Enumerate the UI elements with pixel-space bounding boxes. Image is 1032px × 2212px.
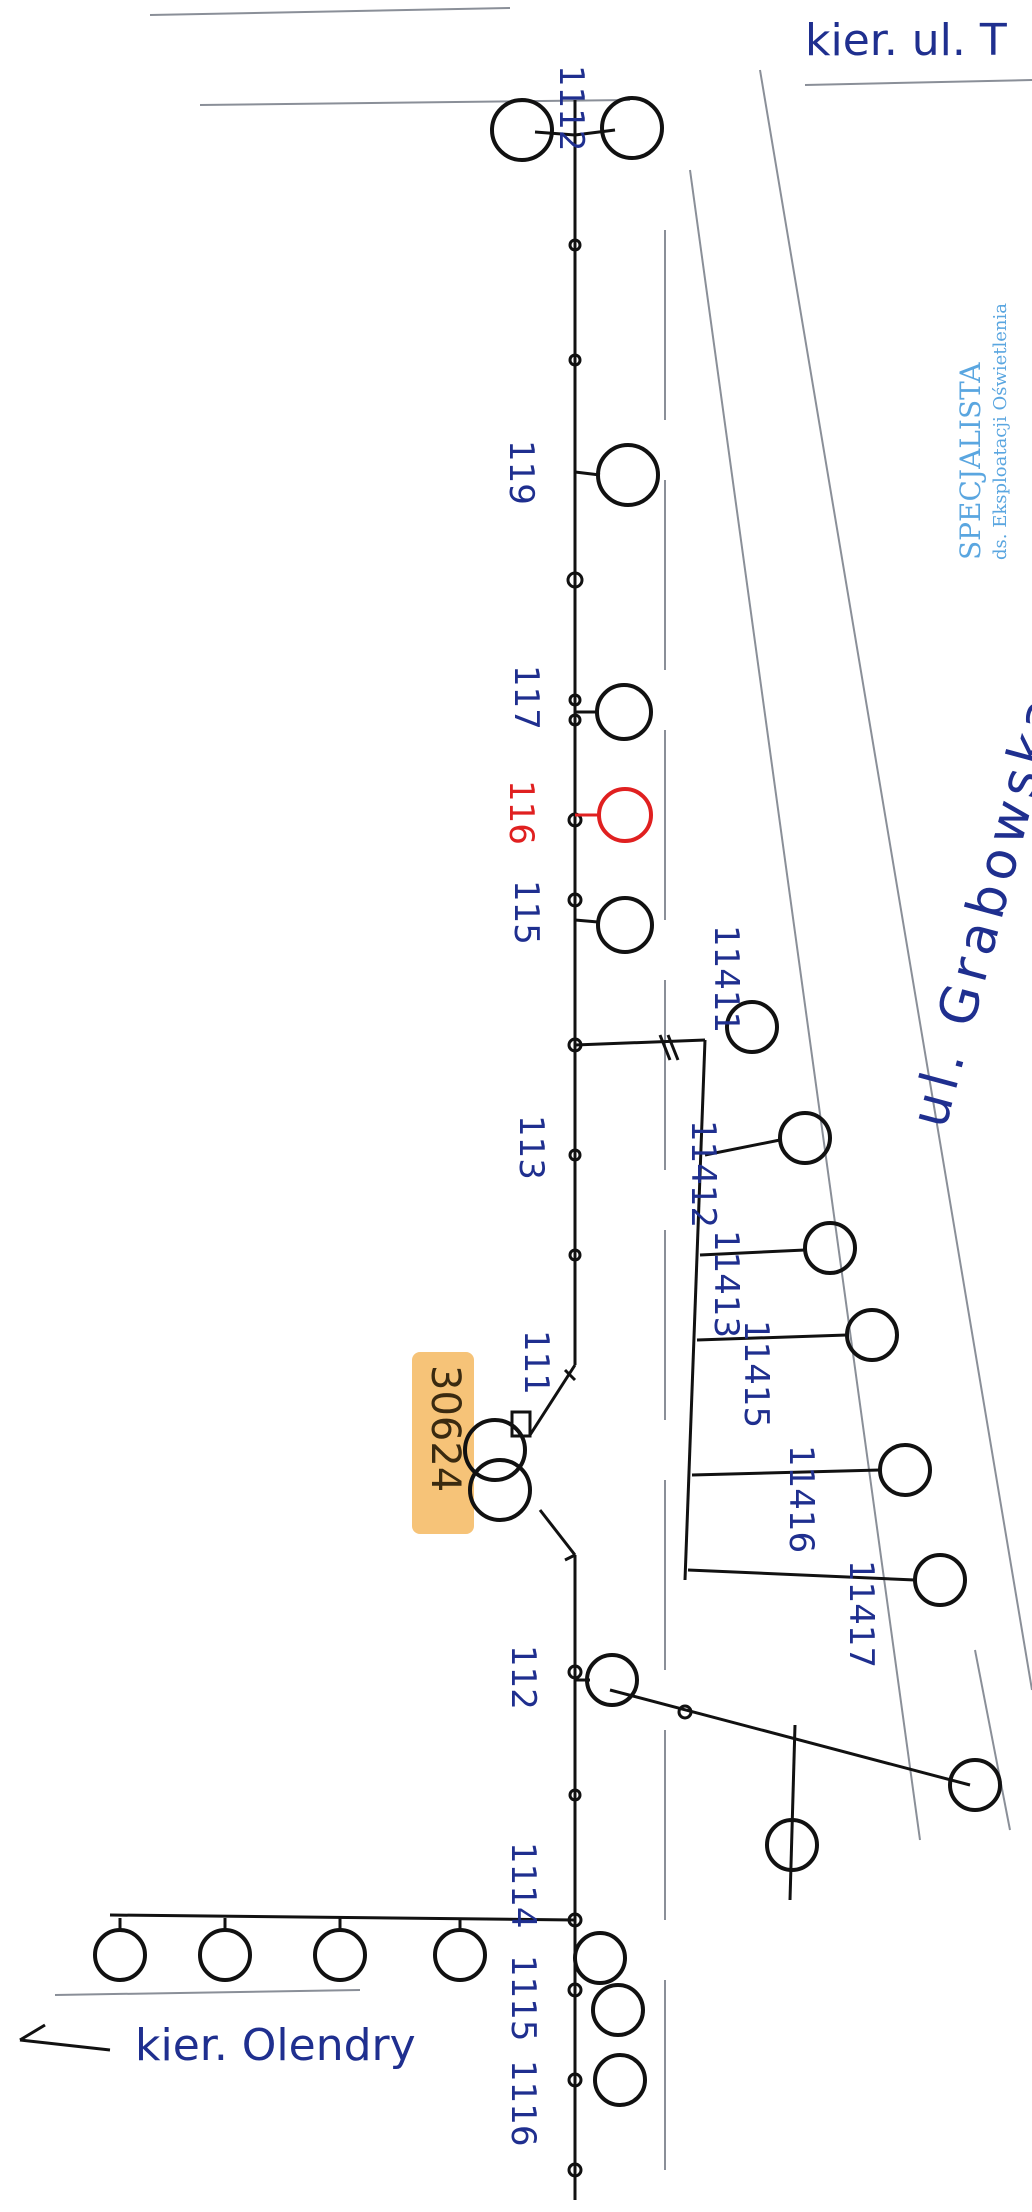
main-line-poles [566, 238, 584, 2178]
label-main-111: 111 [516, 1330, 556, 1395]
label-main-113: 113 [511, 1115, 551, 1180]
label-main-115: 115 [506, 880, 546, 945]
label-main-119: 119 [501, 440, 541, 505]
direction-top: kier. ul. T [805, 15, 1007, 66]
label-main-112: 112 [503, 1645, 543, 1710]
station-tag: 30624 [422, 1365, 468, 1492]
branch-labels: 11411 11412 11413 11415 11416 11417 [683, 925, 881, 1668]
pencil-guides [54, 7, 1032, 2205]
lamp-1116 [593, 2053, 647, 2107]
label-branch-11415: 11415 [736, 1320, 776, 1428]
lamp-119 [574, 443, 660, 507]
branch-line [574, 1000, 967, 1607]
station-tag-highlight [412, 1352, 474, 1534]
street-name: ul. Grabowska [900, 686, 1032, 1134]
official-stamp: SPECJALISTA ds. Eksploatacji Oświetlenia [954, 303, 1011, 560]
label-branch-11411: 11411 [706, 925, 746, 1033]
label-main-1112: 1112 [551, 65, 591, 152]
label-branch-11416: 11416 [781, 1445, 821, 1553]
lamp-115 [574, 896, 654, 954]
direction-left: kier. Olendry [135, 2020, 416, 2071]
label-main-1115: 1115 [503, 1955, 543, 2042]
stamp-subtitle: ds. Eksploatacji Oświetlenia [990, 303, 1011, 560]
lower-branch [609, 1688, 1002, 1901]
main-line-lamps [490, 96, 664, 2107]
lamp-116 [575, 787, 653, 843]
lamp-117 [575, 683, 653, 741]
label-main-116: 116 [501, 780, 541, 845]
lamp-1112 [490, 96, 664, 162]
label-branch-11413: 11413 [706, 1230, 746, 1338]
lamp-112 [575, 1653, 639, 1707]
left-branch [93, 1913, 576, 1982]
main-labels: 1112 119 117 116 115 113 111 112 1114 11… [501, 65, 591, 2147]
lamp-1115 [573, 1931, 645, 2037]
transformer-station [412, 1352, 577, 1562]
label-branch-11417: 11417 [841, 1560, 881, 1668]
direction-left-group: kier. Olendry [19, 2020, 416, 2071]
stamp-title: SPECJALISTA [954, 362, 987, 560]
label-main-117: 117 [506, 665, 546, 730]
label-branch-11412: 11412 [683, 1120, 723, 1228]
label-main-1116: 1116 [503, 2060, 543, 2147]
label-main-1114: 1114 [503, 1842, 543, 1929]
